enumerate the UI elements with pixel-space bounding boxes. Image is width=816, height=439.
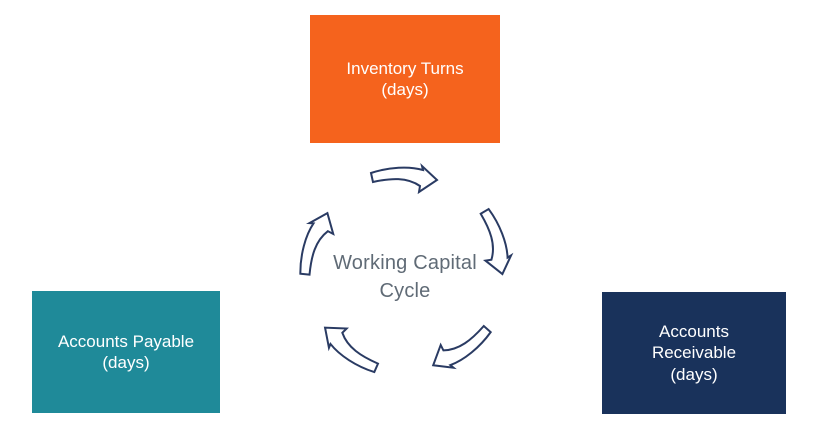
accounts-payable-box: Accounts Payable (days) [32, 291, 220, 413]
cycle-arrow-top [370, 165, 438, 193]
cycle-title-line1: Working Capital [333, 252, 477, 274]
accounts-receivable-box: Accounts Receivable (days) [602, 292, 786, 414]
inventory-turns-label-line2: (days) [381, 80, 429, 99]
accounts-receivable-label-line3: (days) [670, 364, 718, 384]
cycle-title-line2: Cycle [379, 280, 431, 302]
cycle-arrow-bottom-right [425, 315, 496, 378]
cycle-arrow-bottom-left [315, 316, 387, 379]
accounts-payable-label-line2: (days) [102, 353, 150, 372]
accounts-payable-label-line1: Accounts Payable [57, 331, 195, 351]
inventory-turns-label-line1: Inventory Turns [346, 58, 464, 78]
inventory-turns-box: Inventory Turns (days) [310, 15, 500, 143]
accounts-receivable-label-line2: Receivable [651, 343, 737, 363]
accounts-receivable-label-line1: Accounts [659, 322, 729, 342]
cycle-title: Working Capital Cycle [285, 249, 525, 305]
